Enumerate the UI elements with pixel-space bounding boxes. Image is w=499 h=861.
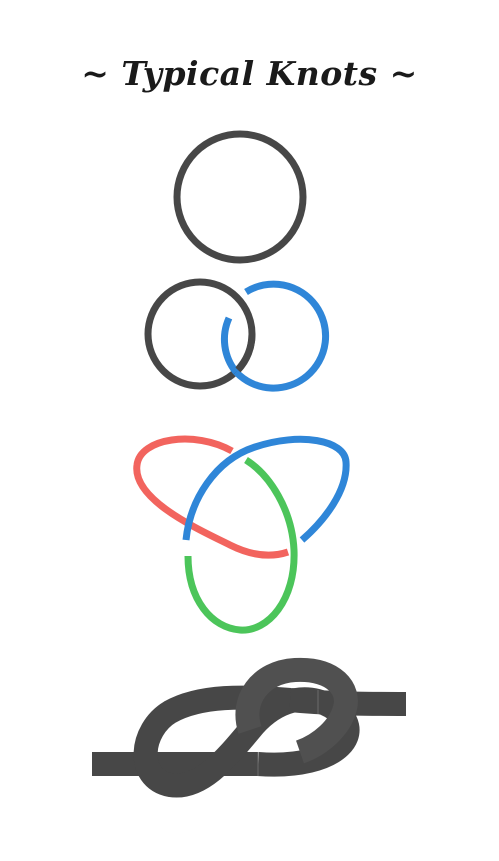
trefoil-green-strand — [184, 457, 298, 634]
rope-upper-lobe — [235, 657, 358, 764]
unknot-loop — [173, 130, 307, 264]
hopf-dark-overpass — [235, 333, 256, 373]
trefoil-diagram — [133, 435, 350, 634]
hopf-blue-ring — [233, 280, 330, 392]
hopf-link-diagram — [144, 278, 330, 392]
hopf-blue-ring-inner — [220, 316, 239, 375]
unknot-diagram — [173, 130, 307, 264]
figure-eight-rope-diagram — [92, 657, 407, 798]
trefoil-blue-strand — [182, 435, 350, 543]
page-title: ~ Typical Knots ~ — [81, 54, 418, 93]
trefoil-red-strand — [133, 435, 290, 559]
